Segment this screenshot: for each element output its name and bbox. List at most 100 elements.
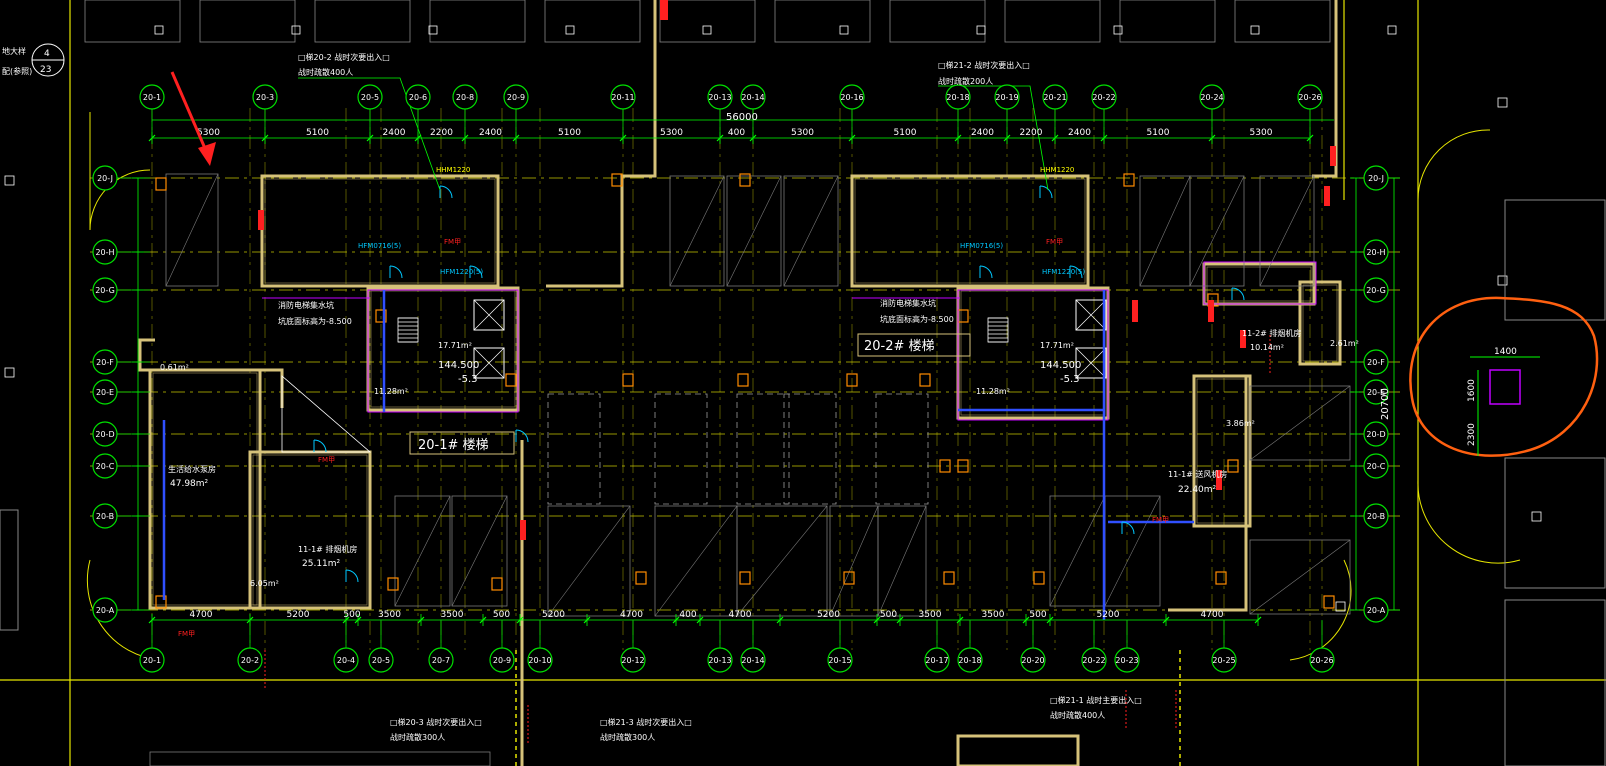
- dim-text: 500: [493, 610, 510, 620]
- grid-bubble-right[interactable]: 20-G: [1363, 277, 1389, 303]
- grid-bubble-left[interactable]: 20-E: [92, 379, 118, 405]
- door-swing: [469, 265, 483, 279]
- grid-bubble-bottom[interactable]: 20-17: [924, 647, 950, 673]
- wall: [1312, 0, 1338, 178]
- bubble-label: 20-8: [456, 93, 474, 102]
- grid-bubble-left[interactable]: 20-B: [92, 503, 118, 529]
- grid-bubble-top[interactable]: 20-18: [945, 84, 971, 110]
- grid-bubble-bottom[interactable]: 20-14: [740, 647, 766, 673]
- door-hfm1220-2: HFM1220(5): [1042, 268, 1085, 276]
- column-marker: [943, 571, 955, 585]
- dim-text: 5100: [1147, 128, 1170, 138]
- bubble-label: 20-26: [1298, 93, 1321, 102]
- grid-bubble-top[interactable]: 20-19: [994, 84, 1020, 110]
- bubble-label: 20-E: [96, 388, 114, 397]
- grid-bubble-right[interactable]: 20-J: [1363, 165, 1389, 191]
- grid-bubble-top[interactable]: 20-5: [357, 84, 383, 110]
- door-hhm-1: HHM1220: [436, 166, 470, 174]
- stair-label-2-group[interactable]: 20-2# 楼梯: [857, 333, 971, 357]
- parking-diagonal: [1189, 175, 1245, 287]
- grid-bubble-top[interactable]: 20-3: [252, 84, 278, 110]
- grid-bubble-bottom[interactable]: 20-15: [827, 647, 853, 673]
- grid-bubbles[interactable]: 20-1 20-3 20-5 20-6 20-8 20-9 20-11 20-13 20-14 2…: [92, 84, 1389, 673]
- context-marker: [1335, 601, 1346, 612]
- context-marker: [291, 25, 301, 35]
- grid-bubble-bottom[interactable]: 20-12: [620, 647, 646, 673]
- grid-bubble-bottom[interactable]: 20-2: [237, 647, 263, 673]
- stair-label-1-group[interactable]: 20-1# 楼梯: [409, 431, 515, 455]
- grid-bubble-bottom[interactable]: 20-9: [489, 647, 515, 673]
- parking-bay: [149, 751, 491, 766]
- grid-bubble-top[interactable]: 20-24: [1199, 84, 1225, 110]
- bubble-label: 20-2: [241, 656, 259, 665]
- water-room-label: 生活给水泵房: [168, 464, 216, 474]
- grid-bubble-top[interactable]: 20-21: [1042, 84, 1068, 110]
- bubble-label: 20-9: [493, 656, 511, 665]
- grid-bubble-bottom[interactable]: 20-25: [1211, 647, 1237, 673]
- lift-shaft: [473, 299, 505, 331]
- overall-dim: 56000: [726, 112, 758, 123]
- grid-bubble-bottom[interactable]: 20-5: [368, 647, 394, 673]
- grid-bubble-right[interactable]: 20-H: [1363, 239, 1389, 265]
- column-marker: [1123, 173, 1135, 187]
- context-marker: [154, 25, 164, 35]
- bubble-label: 20-22: [1082, 656, 1105, 665]
- grid-bubble-top[interactable]: 20-13: [707, 84, 733, 110]
- fire-pit-1b: 坑底面标高为-8.500: [278, 316, 352, 326]
- red-marker: [1240, 330, 1246, 348]
- grid-bubble-bottom[interactable]: 20-23: [1114, 647, 1140, 673]
- grid-bubble-bottom[interactable]: 20-13: [707, 647, 733, 673]
- door-hfm0716-2: HFM0716(5): [960, 242, 1003, 250]
- grid-bubble-bottom[interactable]: 20-10: [527, 647, 553, 673]
- fire-pit-1a: 消防电梯集水坑: [278, 300, 334, 310]
- grid-bubble-right[interactable]: 20-B: [1363, 503, 1389, 529]
- bubble-label: 20-18: [958, 656, 981, 665]
- context-marker: [4, 175, 15, 186]
- shaft-area-1: 0.61m²: [160, 363, 189, 372]
- dashed-column: [736, 393, 790, 505]
- grid-bubble-left[interactable]: 20-H: [92, 239, 118, 265]
- grid-bubble-right[interactable]: 20-A: [1363, 597, 1389, 623]
- purple-outline: [1203, 261, 1317, 305]
- grid-bubble-bottom[interactable]: 20-1: [139, 647, 165, 673]
- misc-symbols: [155, 0, 1336, 766]
- grid-bubble-bottom[interactable]: 20-18: [957, 647, 983, 673]
- grid-bubble-left[interactable]: 20-J: [92, 165, 118, 191]
- markup-dim-3: 2300: [1467, 423, 1477, 446]
- column-marker: [611, 173, 623, 187]
- door-swing: [1231, 287, 1245, 301]
- grid-bubble-top[interactable]: 20-14: [740, 84, 766, 110]
- grid-bubble-right[interactable]: 20-E: [1363, 379, 1389, 405]
- grid-bubble-bottom[interactable]: 20-26: [1309, 647, 1335, 673]
- grid-bubble-left[interactable]: 20-A: [92, 597, 118, 623]
- dim-slash: [479, 616, 487, 624]
- grid-bubble-top[interactable]: 20-22: [1091, 84, 1117, 110]
- grid-bubble-top[interactable]: 20-1: [139, 84, 165, 110]
- bubble-label: 20-19: [995, 93, 1018, 102]
- grid-bubble-right[interactable]: 20-C: [1363, 453, 1389, 479]
- grid-bubble-top[interactable]: 20-9: [503, 84, 529, 110]
- grid-bubble-bottom[interactable]: 20-22: [1081, 647, 1107, 673]
- bubble-circle: [1363, 453, 1389, 479]
- bubble-label: 20-6: [409, 93, 427, 102]
- grid-bubble-left[interactable]: 20-G: [92, 277, 118, 303]
- bubble-label: 20-21: [1043, 93, 1066, 102]
- evac-note-5a: □梯21-1 战时主要出入□: [1050, 695, 1142, 705]
- grid-bubble-right[interactable]: 20-F: [1363, 349, 1389, 375]
- grid-bubble-top[interactable]: 20-8: [452, 84, 478, 110]
- grid-bubble-top[interactable]: 20-6: [405, 84, 431, 110]
- grid-bubble-bottom[interactable]: 20-7: [428, 647, 454, 673]
- grid-bubble-left[interactable]: 20-C: [92, 453, 118, 479]
- grid-bubble-bottom[interactable]: 20-20: [1020, 647, 1046, 673]
- bubble-circle: [1363, 277, 1389, 303]
- grid-bubble-right[interactable]: 20-D: [1363, 421, 1389, 447]
- door-swing: [515, 429, 529, 443]
- grid-bubble-top[interactable]: 20-16: [839, 84, 865, 110]
- grid-bubble-bottom[interactable]: 20-4: [333, 647, 359, 673]
- grid-bubble-top[interactable]: 20-11: [610, 84, 636, 110]
- grid-bubble-left[interactable]: 20-D: [92, 421, 118, 447]
- grid-bubble-top[interactable]: 20-26: [1297, 84, 1323, 110]
- context-building: [1119, 0, 1216, 43]
- grid-bubble-left[interactable]: 20-F: [92, 349, 118, 375]
